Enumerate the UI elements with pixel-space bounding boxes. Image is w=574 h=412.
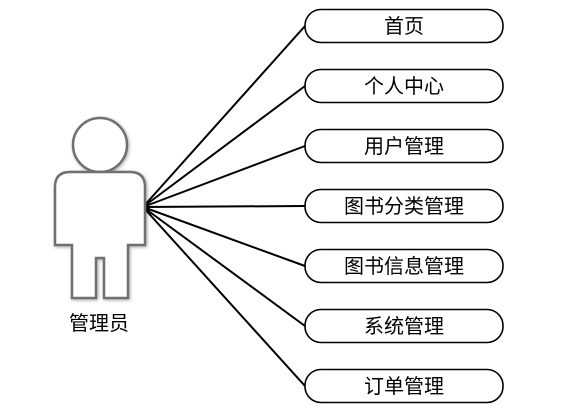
use-case-shape [304,8,504,44]
use-case-label: 图书分类管理 [344,194,464,218]
use-case: 用户管理 [304,128,504,164]
association-line [142,25,306,208]
use-case-shape [304,248,504,284]
use-case-shape [304,188,504,224]
actor-body [53,170,147,300]
use-case-shape [304,68,504,104]
use-case: 图书分类管理 [304,188,504,224]
use-case-label: 用户管理 [364,134,444,158]
use-case-shape [304,308,504,344]
association-lines [142,25,306,387]
actor-label: 管理员 [69,311,129,335]
actor-figure [53,116,147,300]
use-case-label: 个人中心 [364,74,444,98]
use-case-label: 图书信息管理 [344,254,464,278]
association-line [142,85,306,208]
use-case: 图书信息管理 [304,248,504,284]
use-case-label: 订单管理 [364,374,444,398]
association-line [142,206,306,267]
use-case: 订单管理 [304,368,504,404]
use-case: 首页 [304,8,504,44]
use-case-label: 首页 [384,14,424,38]
use-case-label: 系统管理 [364,314,444,338]
use-case: 系统管理 [304,308,504,344]
association-line [142,206,306,327]
actor-head [71,116,129,174]
association-line [142,205,306,208]
association-line [142,206,306,387]
use-case-shape [304,128,504,164]
association-line [142,145,306,208]
use-case: 个人中心 [304,68,504,104]
use-case-shape [304,368,504,404]
